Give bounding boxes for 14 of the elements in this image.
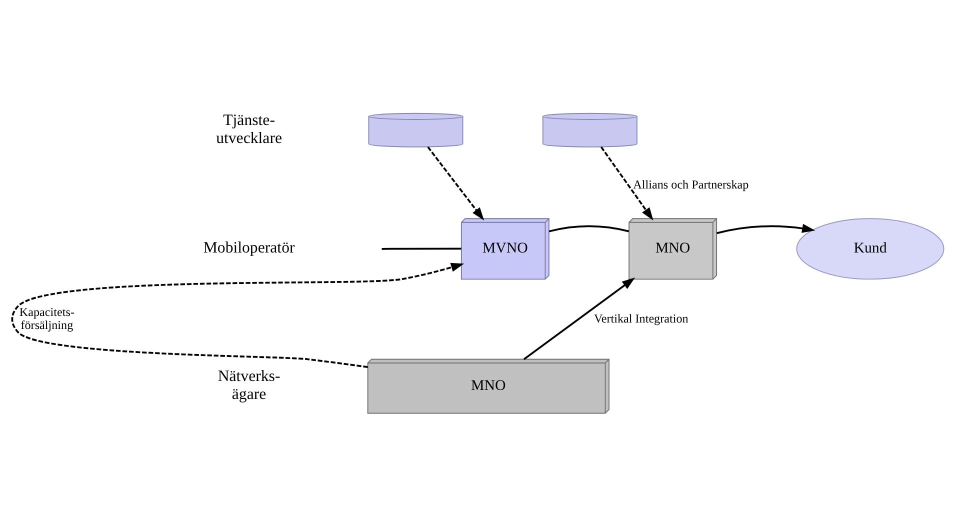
arrow [12, 262, 464, 368]
edge-label: Vertikal Integration [594, 311, 688, 326]
label: Tjänste- utvecklare [216, 112, 282, 147]
arrow [600, 146, 654, 220]
arrow [716, 224, 816, 234]
edge-label: Allians och Partnerskap [633, 177, 749, 192]
label: Nätverks- ägare [218, 368, 280, 403]
label: Mobiloperatör [203, 240, 295, 257]
edge-label: Kapacitets- försäljning [19, 304, 74, 332]
connector [548, 225, 630, 232]
arrow [427, 146, 484, 220]
arrow [523, 278, 636, 360]
connector [382, 248, 462, 250]
node-ellipse: Kund [796, 218, 944, 280]
